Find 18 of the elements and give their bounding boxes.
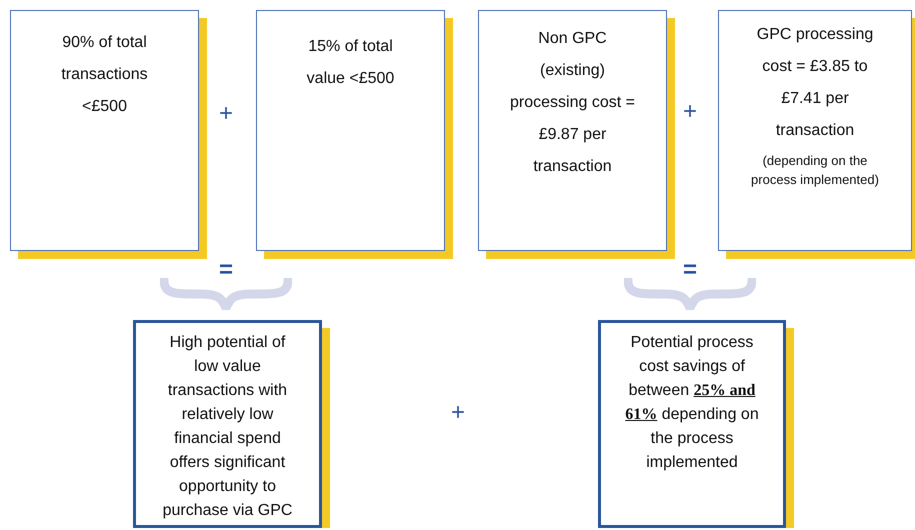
text-box xyxy=(718,10,912,251)
text-box xyxy=(10,10,199,251)
box-text: 15% of total value <£500 xyxy=(306,37,396,89)
note-text: (depending on the process implemented) xyxy=(750,152,880,189)
equals-sign: = xyxy=(683,258,697,282)
box-text: Potential process cost savings of between 25% and 61% depending on the process implemented xyxy=(624,333,760,473)
equals-sign: = xyxy=(219,258,233,282)
plus-sign: + xyxy=(219,102,233,126)
plus-sign: + xyxy=(683,100,697,124)
box-text: High potential of low value transactions with relatively low financial spend offers significant opportunity to purchase via GPC xyxy=(162,333,294,521)
box-text: 90% of total transactions <£500 xyxy=(60,33,149,117)
plus-sign: + xyxy=(451,401,465,425)
text-box xyxy=(256,10,445,251)
text-box xyxy=(133,320,322,528)
text-box xyxy=(478,10,667,251)
box-text: Non GPC (existing) processing cost = £9.87 per transaction xyxy=(509,29,636,177)
text-box xyxy=(598,320,786,528)
box-text: GPC processing cost = £3.85 to £7.41 per transaction xyxy=(756,25,874,141)
